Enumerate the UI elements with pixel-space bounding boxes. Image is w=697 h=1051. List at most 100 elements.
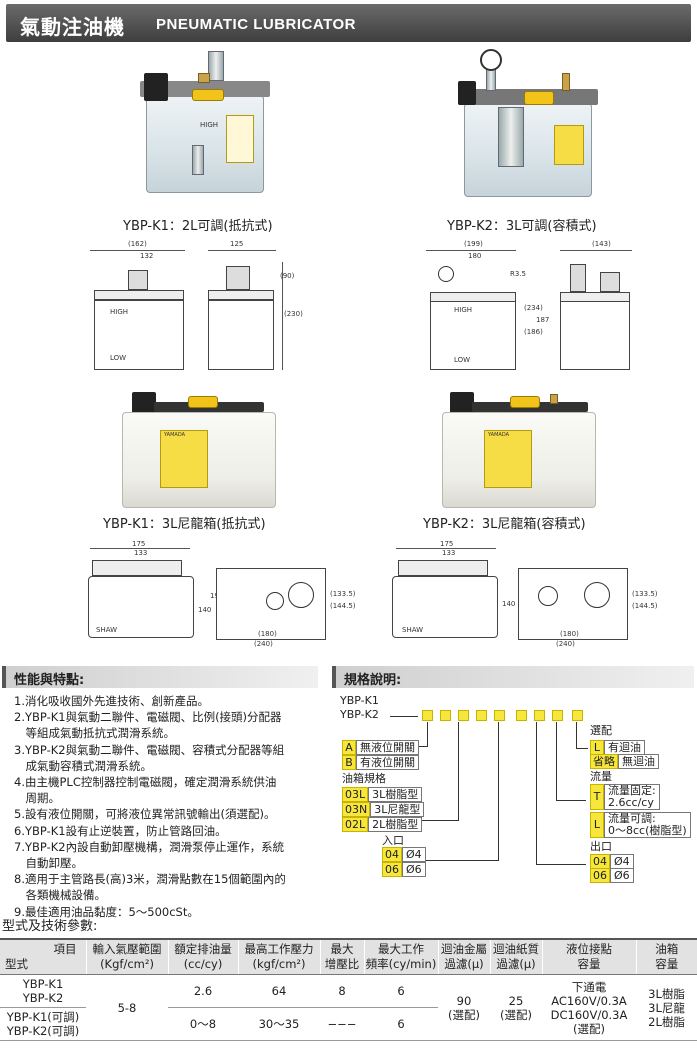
d1-side-width: 125 xyxy=(230,240,244,248)
th-rated-output: 額定排油量(cc/cy) xyxy=(168,938,239,975)
tank-label: 油箱規格 xyxy=(342,772,386,785)
cell-output: 2.6 xyxy=(168,974,238,1008)
d2-radius: R3.5 xyxy=(510,270,526,278)
feature-item: 5.設有液位開關，可將液位異常訊號輸出(須選配)。 xyxy=(14,807,276,822)
th-model: 項目型式 xyxy=(0,938,87,975)
d2-high: HIGH xyxy=(454,306,473,314)
d2-width-inner: 180 xyxy=(468,252,482,260)
features-title: 性能與特點: xyxy=(14,673,85,688)
cell-model: YBP-K1(可調)YBP-K2(可調) xyxy=(0,1007,86,1041)
d4-h1: 140 xyxy=(502,600,516,608)
inlet-label: 入口 xyxy=(382,834,404,847)
d4-bh1: (133.5) xyxy=(632,590,658,598)
spec-section-bar: 規格說明: xyxy=(332,666,694,688)
page-title-zh: 氣動注油機 xyxy=(20,15,125,39)
d4-width-outer: 175 xyxy=(440,540,454,548)
feature-item: 成氣動容積式潤滑系統。 xyxy=(14,758,152,773)
option-return-none: 省略無迴油 xyxy=(590,754,659,769)
page-title-en: PNEUMATIC LUBRICATOR xyxy=(156,16,356,33)
d4-brand: SHAW xyxy=(402,626,424,634)
feature-item: 7.YBP-K2內設自動卸壓機構，潤滑泵停止運作，系統 xyxy=(14,839,285,854)
d4-bh2: (144.5) xyxy=(632,602,658,610)
feature-item: 2.YBP-K1與氣動二聯件、電磁閥、比例(接頭)分配器 xyxy=(14,710,282,725)
feature-item: 自動卸壓。 xyxy=(14,856,83,871)
d2-h1: (234) xyxy=(524,304,543,312)
feature-item: 9.最佳適用油品黏度：5～500cSt。 xyxy=(14,904,199,919)
spec-title: 規格說明: xyxy=(344,673,402,688)
cell-paper-filter: 25(選配) xyxy=(490,974,542,1041)
cell-max-work: 64 xyxy=(238,974,320,1008)
product-photo-k2-3l xyxy=(458,45,598,200)
product-caption-3: YBP-K1：3L尼龍箱(抵抗式) xyxy=(103,517,266,532)
product-caption-4: YBP-K2：3L尼龍箱(容積式) xyxy=(423,517,586,532)
cell-ratio: −−− xyxy=(320,1007,364,1041)
table-title: 型式及技術參數: xyxy=(2,919,98,934)
th-max-work-pressure: 最高工作壓力(kgf/cm²) xyxy=(238,938,321,975)
dimension-drawing-k2-nylon: 175 133 SHAW 140 (180) (240) (133.5) (14… xyxy=(388,540,658,652)
table-header-row: 項目型式 輸入氣壓範圍(Kgf/cm²) 額定排油量(cc/cy) 最高工作壓力… xyxy=(0,938,697,975)
photo-high-text: HIGH xyxy=(200,121,219,129)
d3-width-outer: 175 xyxy=(132,540,146,548)
th-boost-ratio: 最大增壓比 xyxy=(320,938,365,975)
photo-label-brand-2: YAMADA xyxy=(488,432,510,438)
d2-low: LOW xyxy=(454,356,471,364)
dimension-drawing-k1-2l: (162) 132 125 HIGH LOW (90) (230) xyxy=(80,240,310,380)
d3-bh2: (144.5) xyxy=(330,602,356,610)
d4-width-inner: 133 xyxy=(442,549,456,557)
d2-width-outer: (199) xyxy=(464,240,483,248)
d4-bw1: (180) xyxy=(560,630,579,638)
page-header: 氣動注油機 PNEUMATIC LUBRICATOR xyxy=(6,4,691,42)
d4-bw2: (240) xyxy=(556,640,575,648)
cell-output: 0～8 xyxy=(168,1007,238,1041)
d1-h1: (90) xyxy=(280,272,295,280)
features-list: 1.消化吸收國外先進技術、創新產品。 2.YBP-K1與氣動二聯件、電磁閥、比例… xyxy=(14,693,314,920)
product-photo-k1-nylon: YAMADA xyxy=(120,392,280,510)
feature-item: 1.消化吸收國外先進技術、創新產品。 xyxy=(14,694,209,708)
feature-item: 8.適用于主管路長(高)3米，潤滑點數在15個範圍內的 xyxy=(14,872,286,887)
product-caption-2: YBP-K2：3L可調(容積式) xyxy=(447,219,597,234)
cell-ratio: 8 xyxy=(320,974,364,1008)
spec-table: 項目型式 輸入氣壓範圍(Kgf/cm²) 額定排油量(cc/cy) 最高工作壓力… xyxy=(0,938,697,1041)
spec-model-2: YBP-K2 xyxy=(340,708,379,721)
th-metal-filter: 迴油金屬過濾(μ) xyxy=(438,938,491,975)
option-label: 選配 xyxy=(590,724,612,737)
d2-h3: 187 xyxy=(536,316,550,324)
th-tank-capacity: 油箱容量 xyxy=(636,938,697,975)
d2-h2: (186) xyxy=(524,328,543,336)
dimension-drawing-k2-3l: (199) 180 R3.5 (143) HIGH LOW (234) (186… xyxy=(420,240,650,380)
product-caption-1: YBP-K1：2L可調(抵抗式) xyxy=(123,219,273,234)
pressure-gauge-icon xyxy=(480,49,502,71)
d3-brand: SHAW xyxy=(96,626,118,634)
outlet-label: 出口 xyxy=(590,840,612,853)
th-level-contact: 液位接點容量 xyxy=(542,938,637,975)
feature-item: 各類機械設備。 xyxy=(14,888,106,903)
photo-label-brand-1: YAMADA xyxy=(164,432,186,438)
d1-width-inner: 132 xyxy=(140,252,154,260)
cell-max-work: 30～35 xyxy=(238,1007,320,1041)
d3-h1: 140 xyxy=(198,606,212,614)
feature-item: 4.由主機PLC控制器控制電磁閥，確定潤滑系統供油 xyxy=(14,775,277,790)
cell-freq: 6 xyxy=(364,974,438,1008)
d3-bw2: (240) xyxy=(254,640,273,648)
cell-metal-filter: 90(選配) xyxy=(438,974,490,1041)
cell-freq: 6 xyxy=(364,1007,438,1041)
features-section-bar: 性能與特點: xyxy=(2,666,318,688)
dimension-drawing-k1-nylon: 175 133 SHAW 140 199 (180) (240) (133.5)… xyxy=(82,540,356,652)
product-photo-k2-nylon: YAMADA xyxy=(440,392,600,510)
product-photo-k1-2l: HIGH xyxy=(140,45,270,200)
